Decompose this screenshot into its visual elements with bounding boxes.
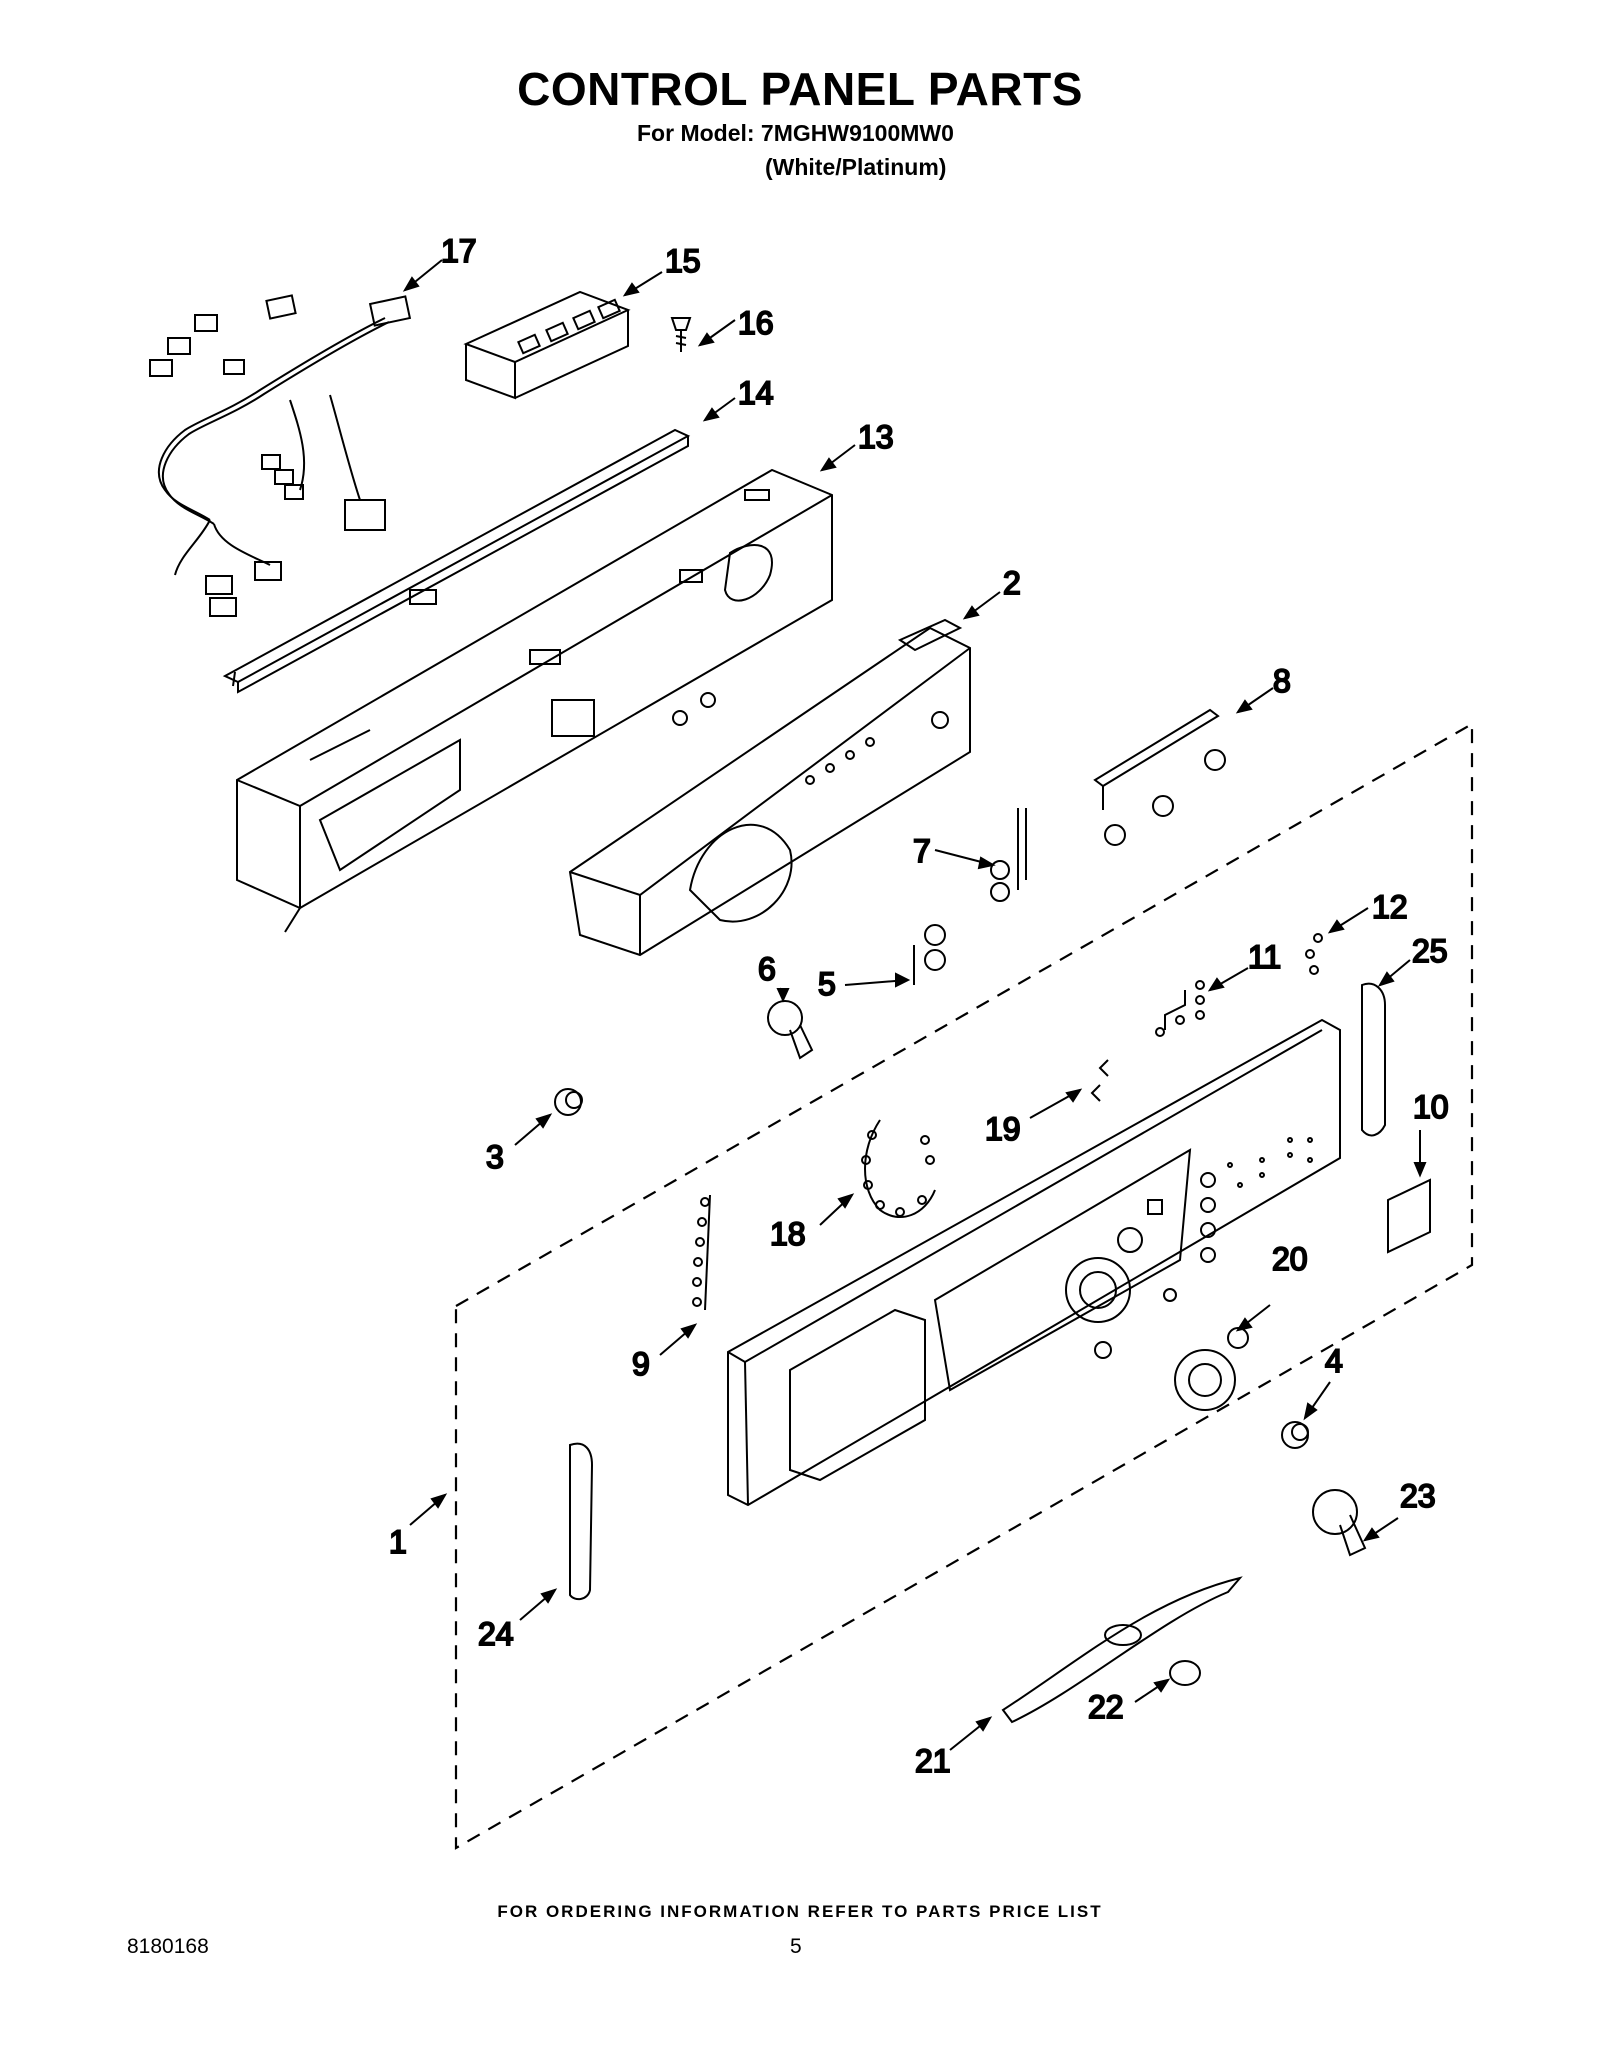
callout-7: 7 [913, 833, 931, 869]
callout-16: 16 [738, 305, 774, 341]
callout-4: 4 [1325, 1343, 1343, 1379]
page-number: 5 [790, 1935, 802, 1958]
push-button-part-3 [554, 1088, 583, 1116]
callout-12: 12 [1372, 889, 1408, 925]
callout-2: 2 [1003, 565, 1021, 601]
console-front-panel [727, 1018, 1341, 1507]
ordering-note: FOR ORDERING INFORMATION REFER TO PARTS … [497, 1902, 1103, 1921]
knob-part-6 [767, 1000, 814, 1060]
callout-15: 15 [665, 243, 701, 279]
dial-ring-part [1174, 1327, 1249, 1411]
small-bracket-part-12 [1305, 933, 1323, 975]
callout-1: 1 [389, 1524, 407, 1560]
callout-25: 25 [1412, 933, 1448, 969]
callout-22: 22 [1088, 1689, 1124, 1725]
page-title: CONTROL PANEL PARTS [517, 63, 1083, 115]
callout-6: 6 [758, 951, 776, 987]
callout-21: 21 [915, 1743, 951, 1779]
button-column-part [990, 808, 1027, 902]
callout-5: 5 [818, 966, 836, 1002]
control-board-housing-part [568, 618, 971, 957]
switch-array-part [1093, 708, 1226, 846]
clip-part-19 [1090, 1059, 1109, 1102]
callout-19: 19 [985, 1111, 1021, 1147]
button-pair-part [913, 924, 946, 985]
light-strip-part-9 [692, 1194, 711, 1311]
end-cap-right-part [1361, 982, 1386, 1137]
callout-18: 18 [770, 1216, 806, 1252]
bracket-part-11 [1155, 980, 1205, 1037]
callout-10: 10 [1413, 1089, 1449, 1125]
control-module-part [463, 290, 631, 400]
leader-lines [402, 259, 1427, 1751]
finish-line: (White/Platinum) [765, 154, 947, 180]
label-part-10 [1387, 1178, 1431, 1254]
trim-strip-part [1001, 1576, 1243, 1724]
screw-part [670, 317, 692, 352]
console-back-panel-part [236, 468, 833, 933]
bracket-strip-part [222, 428, 691, 694]
model-line: For Model: 7MGHW9100MW0 [637, 120, 954, 146]
callout-24: 24 [478, 1616, 514, 1652]
callout-13: 13 [858, 419, 894, 455]
light-ring-part [861, 1119, 936, 1219]
badge-part-22 [1169, 1660, 1201, 1686]
callout-9: 9 [632, 1346, 650, 1382]
callout-17: 17 [441, 233, 477, 269]
end-cap-left-part [569, 1442, 594, 1601]
callout-8: 8 [1273, 663, 1291, 699]
callout-20: 20 [1272, 1241, 1308, 1277]
callout-3: 3 [486, 1139, 504, 1175]
document-number: 8180168 [127, 1935, 209, 1958]
callout-23: 23 [1400, 1478, 1436, 1514]
push-button-part-4 [1281, 1421, 1309, 1449]
knob-part-23 [1312, 1489, 1367, 1557]
model-info: For Model: 7MGHW9100MW0 (White/Platinum) [637, 116, 954, 184]
callout-11: 11 [1248, 939, 1281, 975]
callout-14: 14 [738, 375, 774, 411]
assembly-group-outline [454, 722, 1474, 1850]
wire-harness-part [149, 294, 412, 617]
